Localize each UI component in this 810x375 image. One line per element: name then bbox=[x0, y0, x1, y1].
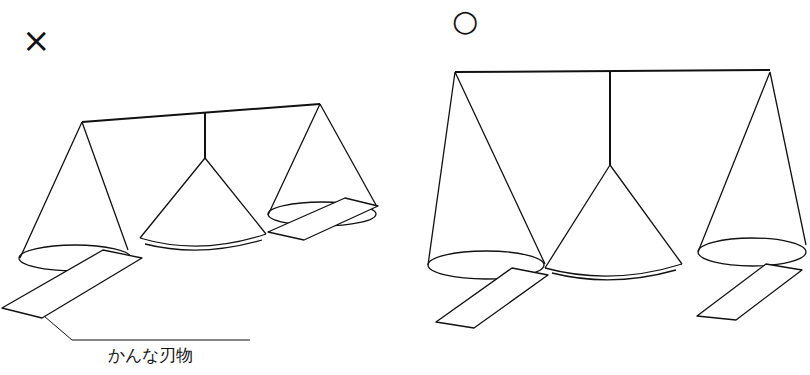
correct-balance bbox=[428, 70, 806, 328]
blade-label: かんな刃物 bbox=[108, 346, 193, 365]
wrong-balance bbox=[2, 104, 378, 340]
wrong-mark: × bbox=[22, 22, 51, 59]
correct-mark: ○ bbox=[452, 4, 478, 37]
